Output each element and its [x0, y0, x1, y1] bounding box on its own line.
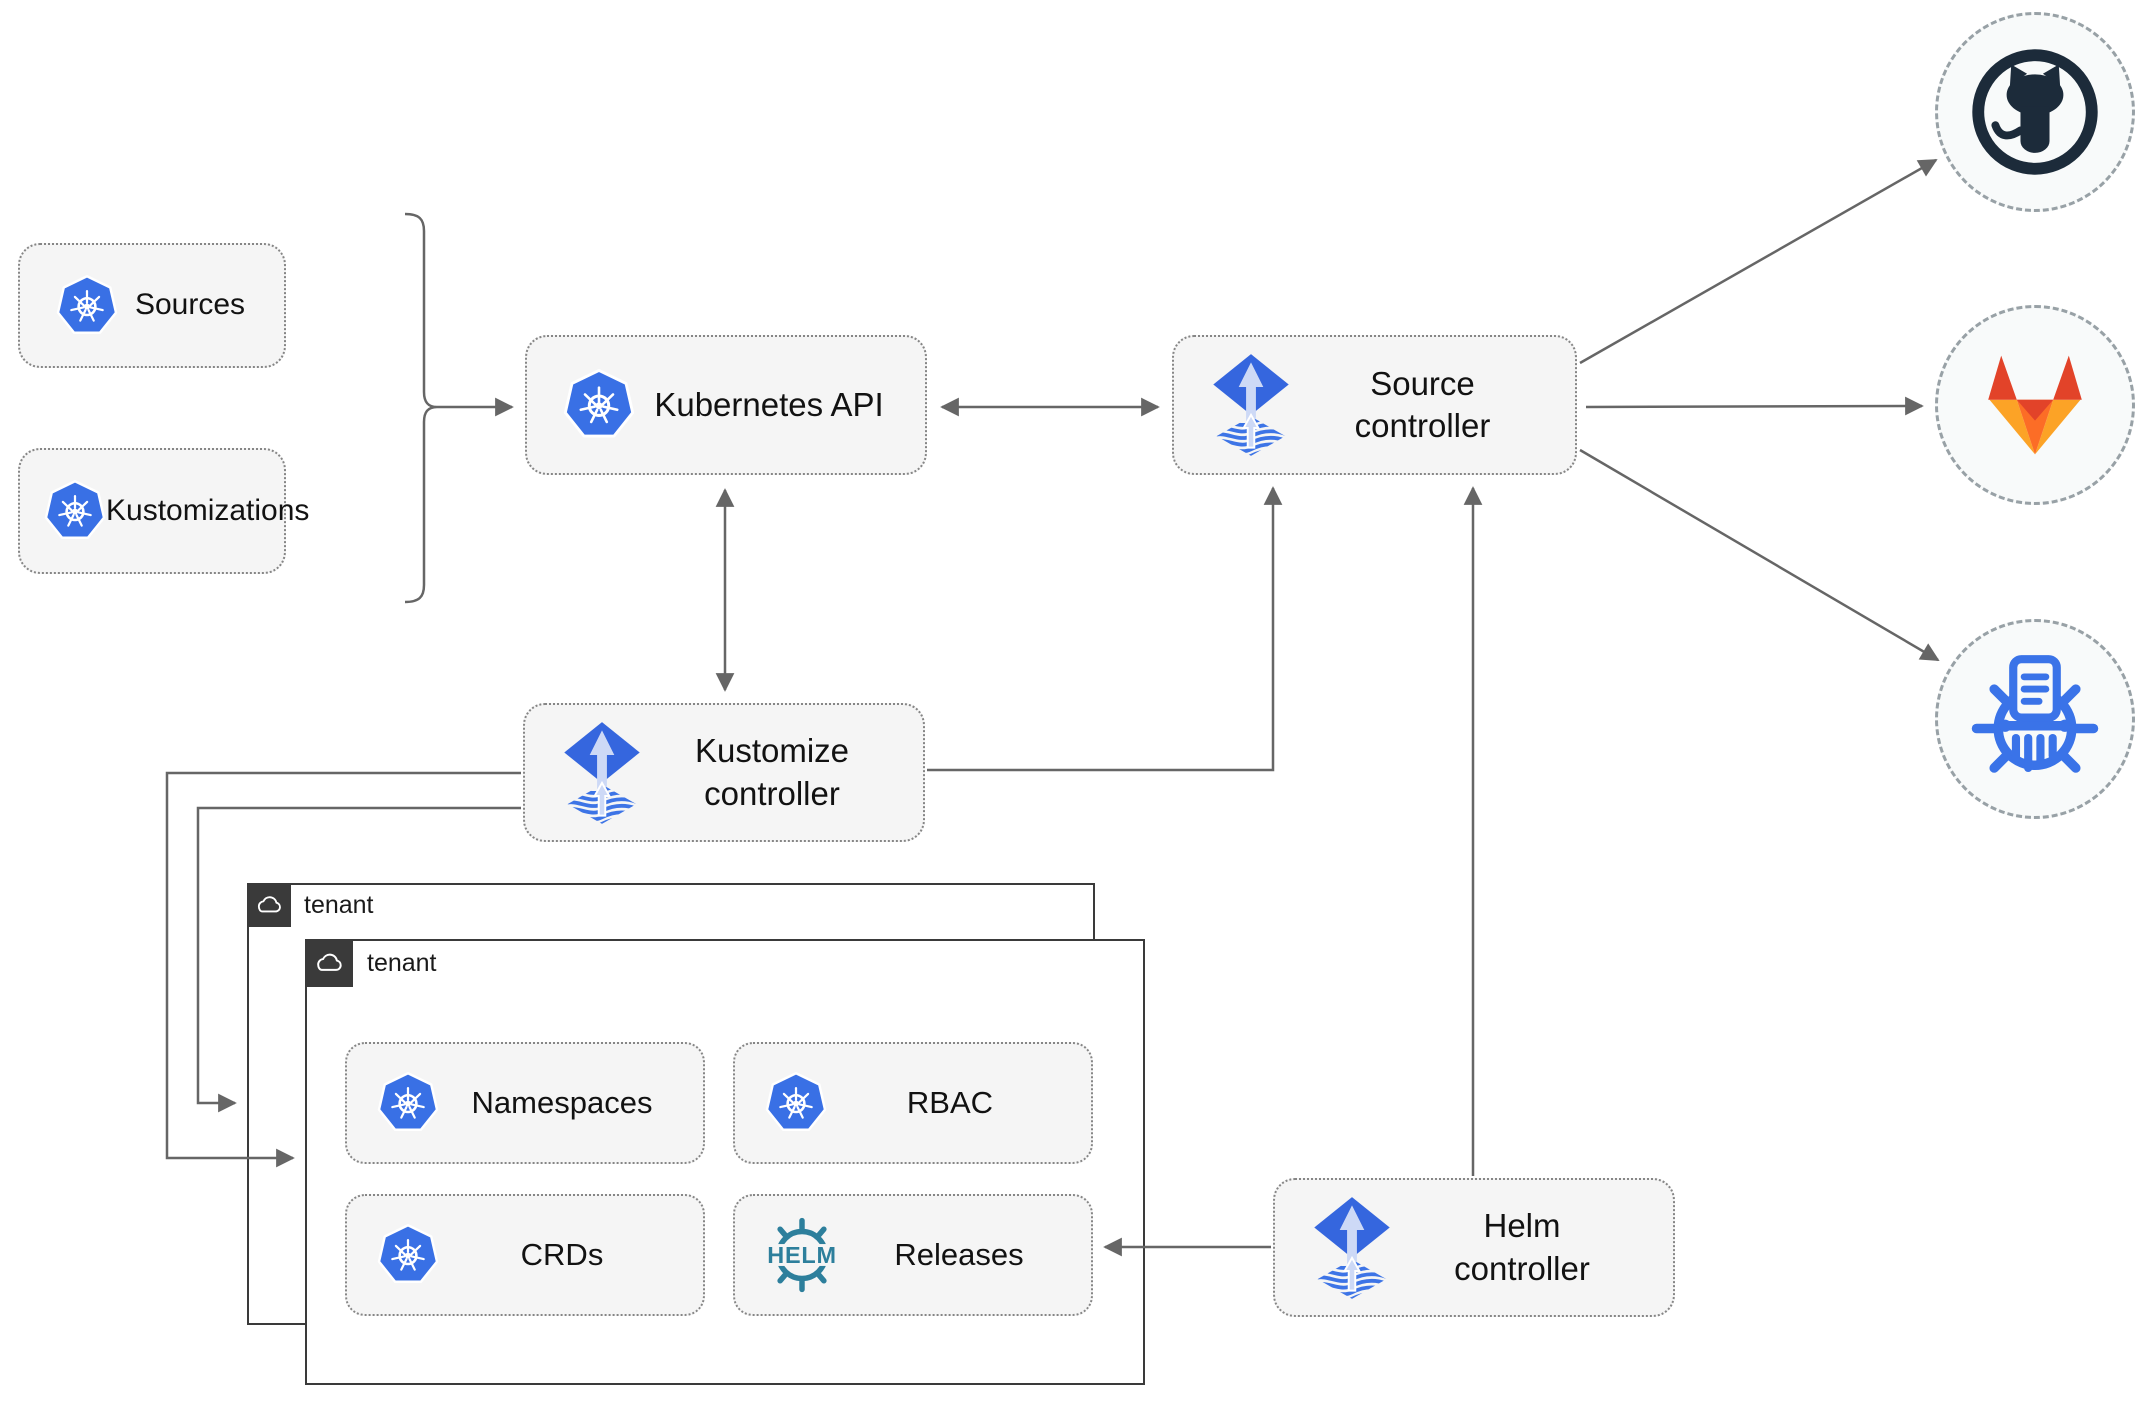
node-sources-label: Sources [134, 288, 246, 322]
edge-source-controller-to-github [1579, 158, 1938, 365]
github-circle [1935, 12, 2135, 212]
node-kustomize-controller-label: Kustomize controller [643, 730, 901, 814]
edge-source-controller-to-kustomize-repo [1579, 448, 1940, 662]
helm-icon: HELM [759, 1215, 845, 1295]
item-crds: CRDs [345, 1194, 705, 1316]
item-rbac-label: RBAC [906, 1085, 994, 1120]
kustomize-icon [1967, 651, 2103, 787]
kubernetes-icon [377, 1072, 439, 1134]
tenant-box-front: tenant Namespaces RBAC CRDs [305, 939, 1145, 1385]
item-rbac: RBAC [733, 1042, 1093, 1164]
item-releases-label: Releases [894, 1237, 1024, 1272]
tenant-tab [247, 883, 291, 927]
kubernetes-icon [563, 369, 635, 441]
label-line: Source [1370, 364, 1475, 402]
flux-icon [1311, 1197, 1393, 1299]
label-line: controller [704, 774, 840, 812]
edge-source-controller-to-gitlab [1585, 396, 1924, 416]
label-line: controller [1354, 407, 1491, 444]
kubernetes-icon [765, 1072, 827, 1134]
node-helm-controller-label: Helm controller [1393, 1205, 1651, 1289]
edge-kustomize-controller-to-source-controller [927, 486, 1283, 772]
tenant-front-label: tenant [367, 949, 437, 977]
edge-sources-bracket [404, 212, 438, 604]
node-kustomize-controller: Kustomize controller [523, 703, 925, 842]
node-sources: Sources [18, 243, 286, 368]
tenant-tab [305, 939, 353, 987]
node-kustomizations: Kustomizations [18, 448, 309, 574]
tenant-back-label: tenant [304, 891, 374, 919]
kustomize-repo-circle [1935, 619, 2135, 819]
label-line: controller [1454, 1249, 1590, 1287]
kubernetes-icon [44, 480, 106, 542]
gitlab-icon [1970, 345, 2100, 465]
gitlab-circle [1935, 305, 2135, 505]
item-crds-label: CRDs [520, 1237, 604, 1272]
github-icon [1969, 46, 2101, 178]
flux-icon [561, 722, 643, 824]
cloud-icon [313, 951, 345, 975]
cloud-icon [254, 894, 284, 916]
label-line: Helm [1483, 1207, 1561, 1245]
flux-icon [1210, 354, 1292, 456]
node-helm-controller: Helm controller [1273, 1178, 1675, 1317]
kubernetes-icon [377, 1224, 439, 1286]
node-source-controller-label: Source controller [1292, 363, 1553, 447]
node-source-controller: Source controller [1172, 335, 1577, 475]
label-line: Kustomize [694, 732, 850, 770]
item-namespaces-label: Namespaces [471, 1085, 653, 1120]
node-kubernetes-api-label: Kubernetes API [654, 385, 884, 423]
node-kubernetes-api: Kubernetes API [525, 335, 927, 475]
node-kustomizations-label: Kustomizations [106, 493, 310, 527]
kubernetes-icon [56, 275, 118, 337]
helm-logo-text: HELM [767, 1242, 837, 1268]
item-releases: HELM Releases [733, 1194, 1093, 1316]
item-namespaces: Namespaces [345, 1042, 705, 1164]
